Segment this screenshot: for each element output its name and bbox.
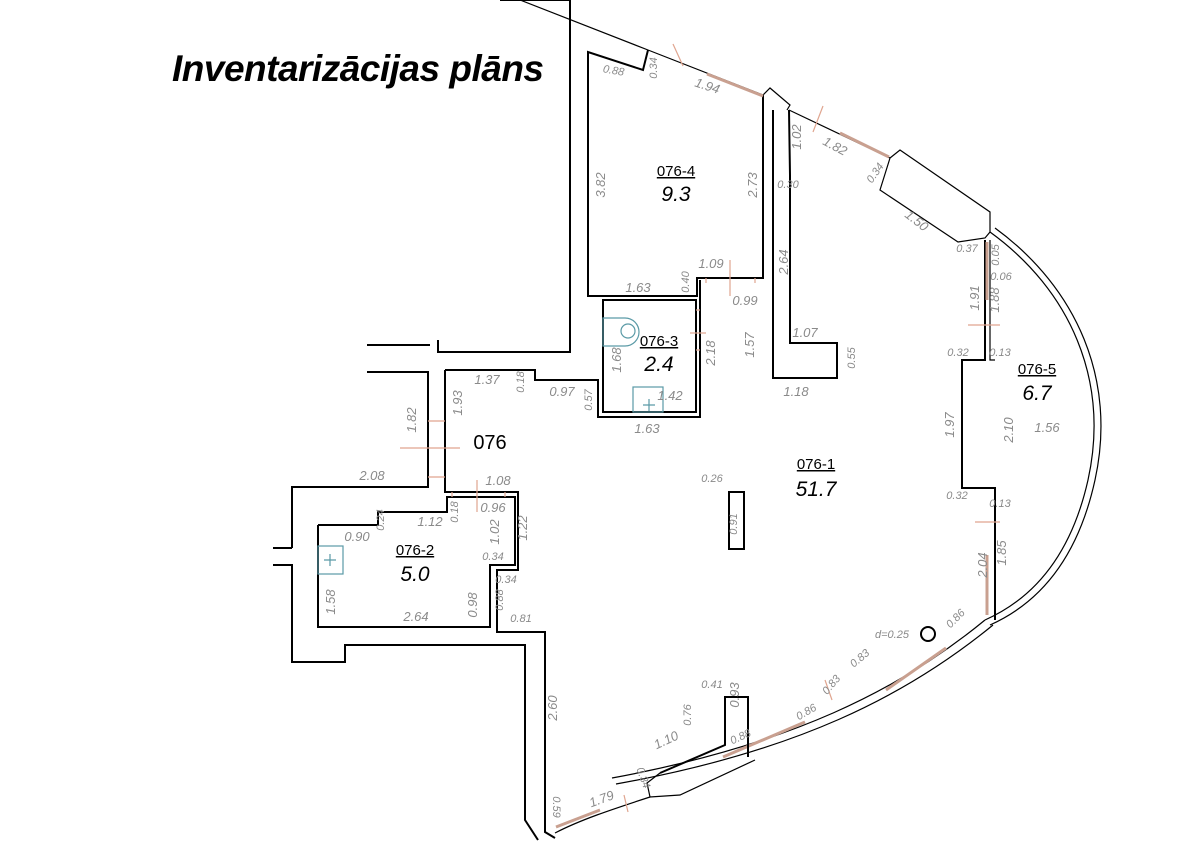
room-076-1-label: 076-1 51.7 <box>796 456 838 501</box>
dimension-label: 0.18 <box>449 500 461 522</box>
room-076-3-label: 076-3 2.4 <box>640 333 678 376</box>
dimension-label: 0.91 <box>728 513 740 534</box>
dimension-label: 1.82 <box>404 407 419 433</box>
dimension-label: 0.88 <box>602 63 626 79</box>
dimension-label: 2.04 <box>975 552 990 578</box>
walls <box>273 0 1102 841</box>
dimension-label: 0.06 <box>990 271 1012 283</box>
dimension-label: 0.24 <box>375 509 387 530</box>
dimension-label: 1.93 <box>450 390 465 416</box>
room-076-2-label: 076-2 5.0 <box>396 542 434 586</box>
room-id: 076-1 <box>797 456 835 473</box>
dimension-label: 0.34 <box>482 551 503 563</box>
dimension-label: 0.34 <box>634 766 653 790</box>
dimension-label: 0.96 <box>480 500 506 515</box>
dimension-label: 0.86 <box>944 606 968 630</box>
column-diameter-note: d=0.25 <box>875 629 910 641</box>
dimension-label: 1.94 <box>693 75 722 97</box>
dimension-label: 0.32 <box>947 347 968 359</box>
dimension-label: 1.57 <box>742 332 757 358</box>
dimension-label: 1.97 <box>942 412 957 438</box>
dimension-label: 1.58 <box>323 589 338 615</box>
dimension-label: 0.37 <box>956 243 978 255</box>
dimension-label: 1.68 <box>609 347 624 373</box>
room-area: 2.4 <box>643 353 673 376</box>
corridor-label: 076 <box>473 432 506 454</box>
dimension-label: 1.56 <box>1034 420 1060 435</box>
dimension-label: 2.60 <box>545 695 560 722</box>
dimension-label: 1.22 <box>515 515 530 541</box>
room-id: 076-3 <box>640 333 678 350</box>
dimension-label: 0.40 <box>680 270 692 292</box>
dimension-label: 0.93 <box>727 682 742 708</box>
plan-title: Inventarizācijas plāns <box>172 48 544 89</box>
dimension-label: 1.07 <box>792 325 818 340</box>
dimension-label: 1.09 <box>698 256 723 271</box>
dimension-label: 0.13 <box>989 498 1011 510</box>
dimension-label: 0.18 <box>515 370 527 392</box>
dimension-label: 1.63 <box>634 421 660 436</box>
dimension-label: 1.85 <box>994 540 1009 566</box>
dimension-label: 1.42 <box>657 388 683 403</box>
room-076-4-label: 076-4 9.3 <box>657 163 695 206</box>
dimension-label: 1.63 <box>625 280 651 295</box>
dimension-label: 0.26 <box>701 473 723 485</box>
dimension-label: 1.88 <box>987 287 1002 313</box>
dimension-label: 0.34 <box>648 57 660 78</box>
dimension-label: 1.50 <box>902 207 932 235</box>
dimension-label: 0.32 <box>946 490 967 502</box>
dimension-label: 2.08 <box>358 468 385 483</box>
dimension-label: 1.91 <box>967 285 982 310</box>
room-area: 5.0 <box>400 563 430 586</box>
dimension-label: 0.55 <box>846 346 858 368</box>
dimension-label: 2.64 <box>402 609 428 624</box>
dimension-label: 0.88 <box>494 588 506 610</box>
dimension-label: 0.83 <box>820 672 844 697</box>
dimension-label: 0.41 <box>701 679 722 691</box>
dimension-label: 0.57 <box>583 388 595 410</box>
dimension-label: 0.81 <box>510 613 531 625</box>
room-labels: 076 076-4 9.3 076-3 2.4 076-1 51.7 076-2… <box>396 163 1056 641</box>
dimension-label: 0.34 <box>495 574 516 586</box>
dimension-label: 1.18 <box>783 384 809 399</box>
dimension-label: 2.64 <box>776 249 791 275</box>
dimension-label: 0.76 <box>682 703 694 725</box>
dimension-label: 1.02 <box>789 124 804 150</box>
dimension-label: 2.10 <box>1001 417 1016 444</box>
round-column <box>920 626 936 642</box>
dimension-label: 3.82 <box>593 172 608 198</box>
room-id: 076-4 <box>657 163 695 180</box>
dimension-label: 0.59 <box>550 796 562 817</box>
dimension-label: 0.30 <box>777 179 799 191</box>
dimension-label: 0.97 <box>549 384 575 399</box>
dimension-label: 0.90 <box>344 529 370 544</box>
dimension-label: 0.34 <box>864 161 886 185</box>
dimension-label: 0.99 <box>732 293 757 308</box>
dimension-label: 1.12 <box>417 514 443 529</box>
dimension-label: 1.08 <box>485 473 511 488</box>
dimension-label: 0.86 <box>794 701 819 723</box>
room-076-5-label: 076-5 6.7 <box>1018 361 1056 405</box>
dimension-label: 0.98 <box>465 592 480 618</box>
room-area: 51.7 <box>796 478 838 501</box>
dimension-label: 1.37 <box>474 372 500 387</box>
room-id: 076-2 <box>396 542 434 559</box>
room-area: 6.7 <box>1022 382 1053 405</box>
dimension-label: 0.83 <box>848 647 873 671</box>
room-area: 9.3 <box>661 183 691 206</box>
room-id: 076-5 <box>1018 361 1056 378</box>
dimension-label: 0.05 <box>990 243 1002 265</box>
dimension-label: 0.13 <box>989 347 1011 359</box>
dimension-label: 1.79 <box>587 787 616 810</box>
dimension-label: 1.10 <box>651 727 681 752</box>
dimension-label: 2.73 <box>745 172 760 199</box>
dimension-label: 2.18 <box>703 340 718 367</box>
dimension-label: 1.02 <box>487 519 502 545</box>
